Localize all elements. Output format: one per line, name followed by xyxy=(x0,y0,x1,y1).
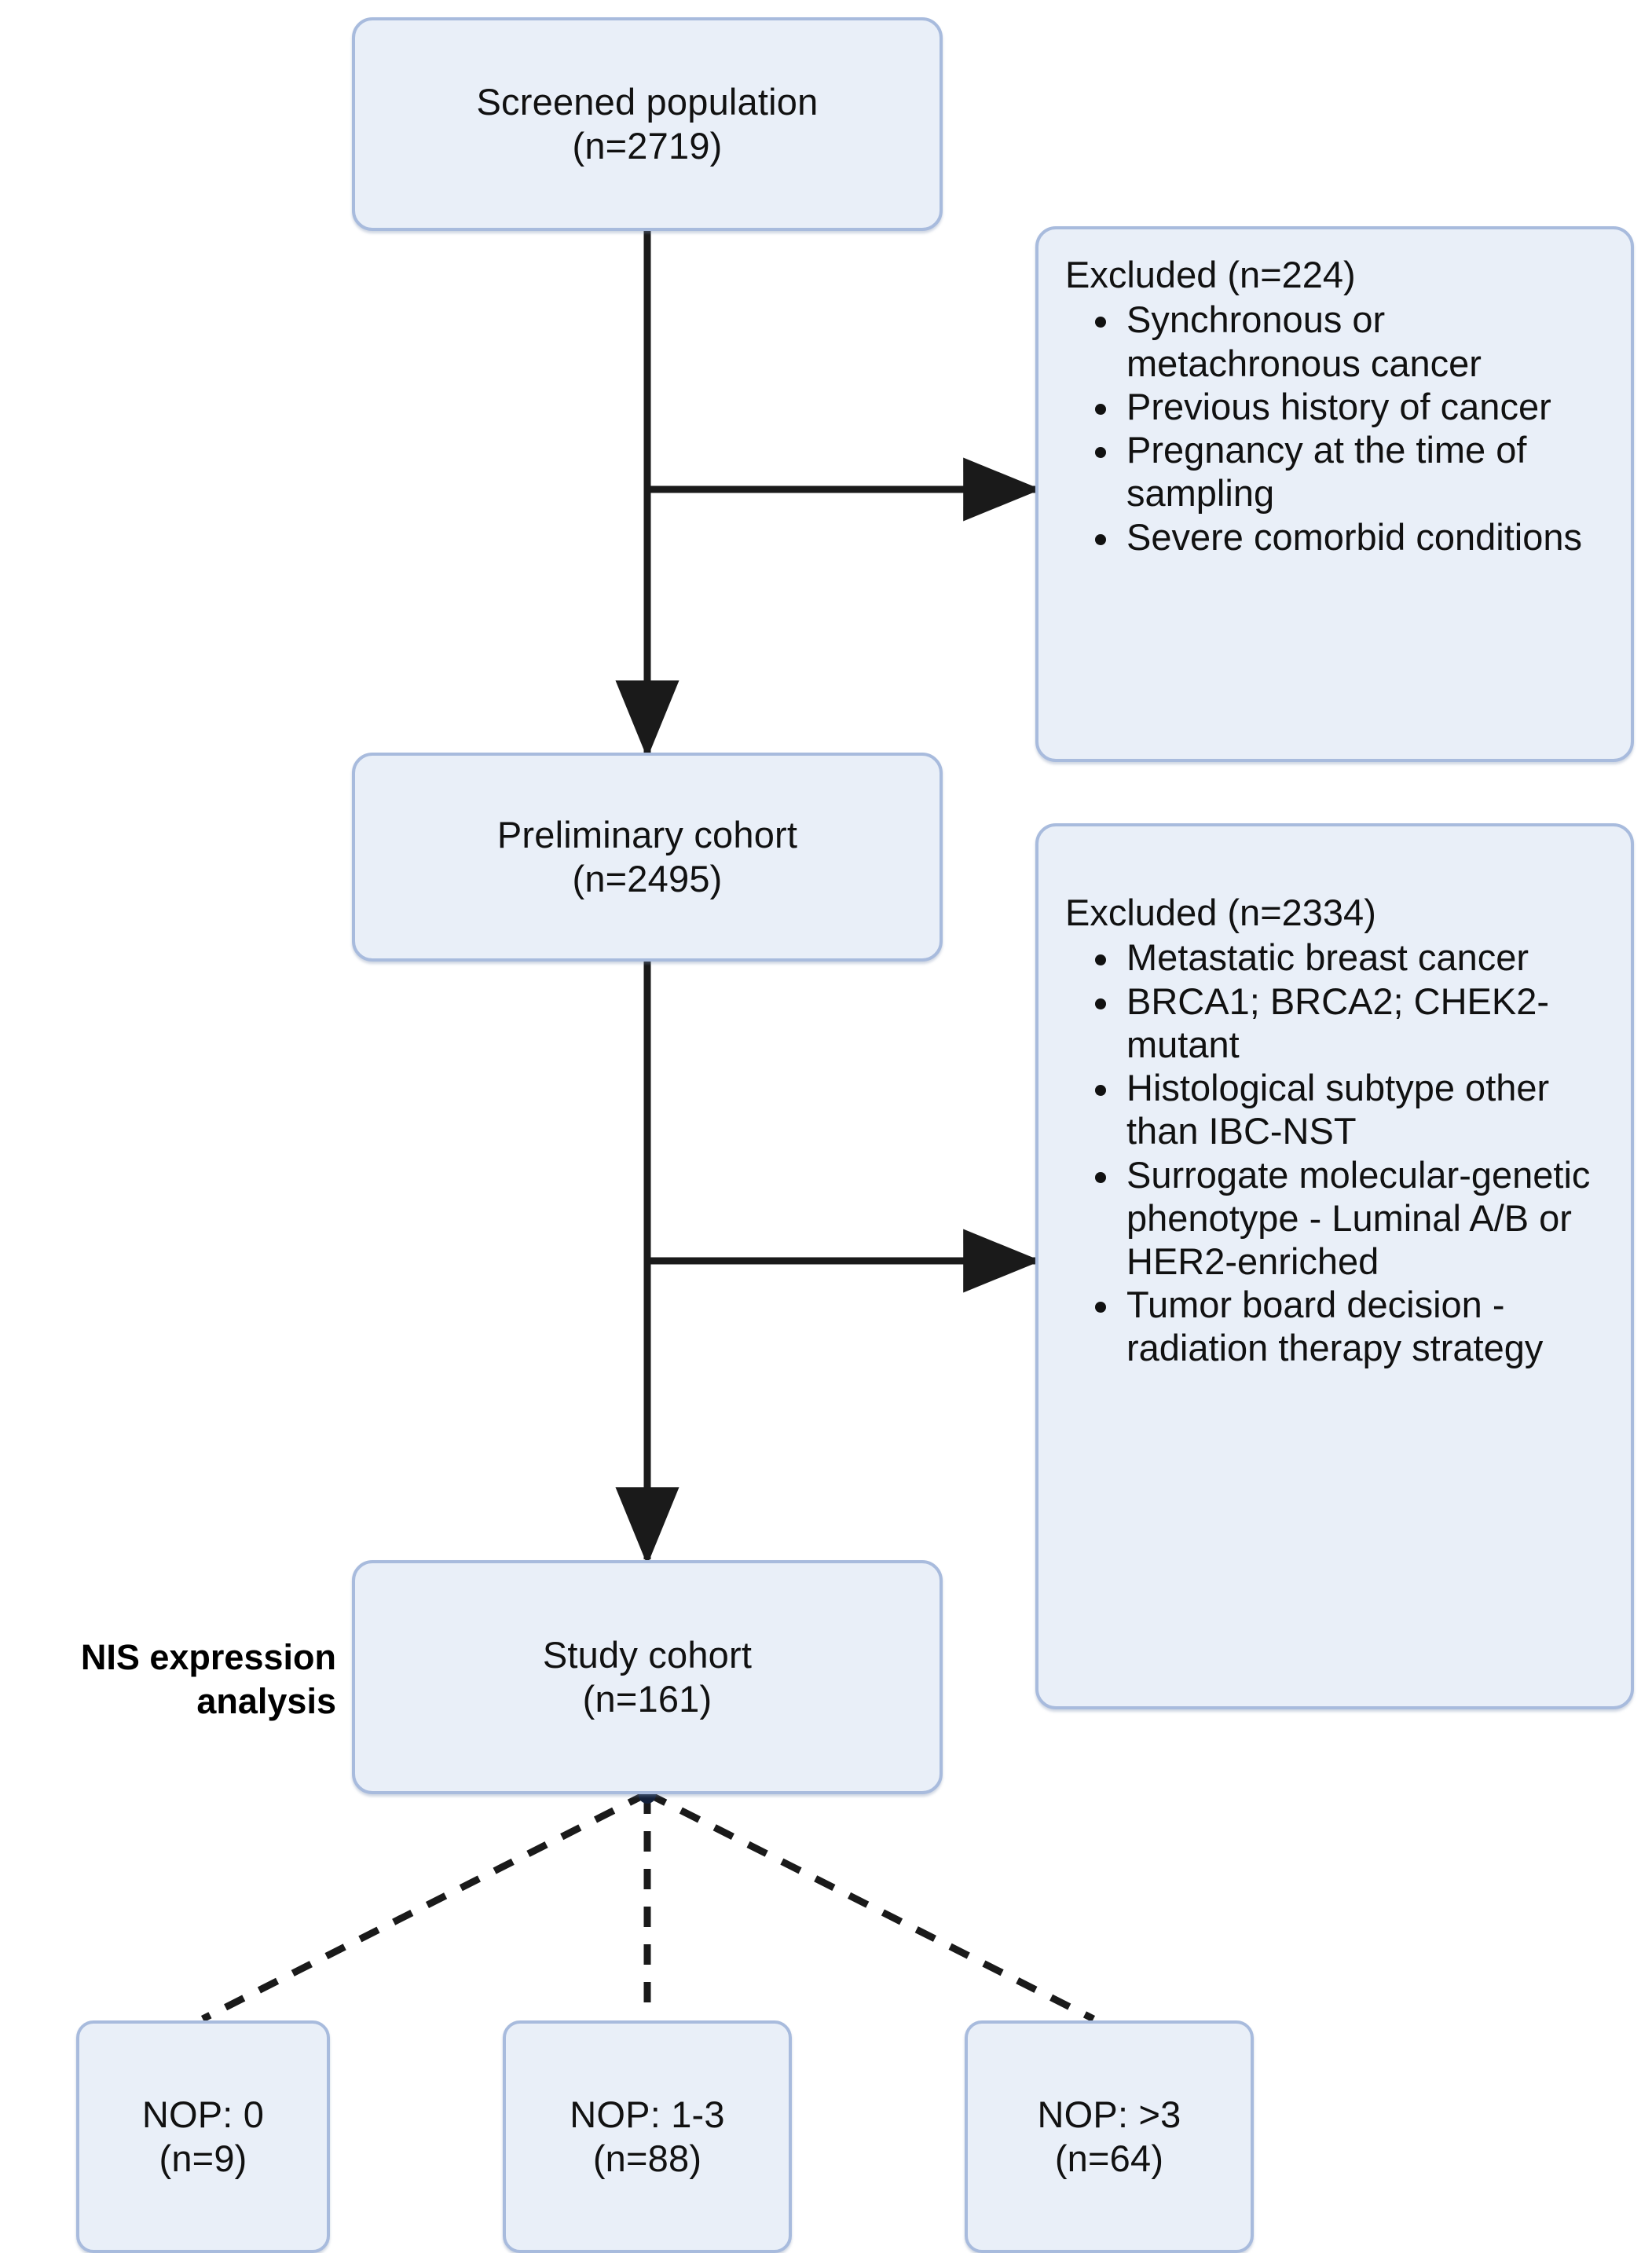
excluded-2-item: BRCA1; BRCA2; CHEK2-mutant xyxy=(1095,980,1604,1066)
node-preliminary-line1: Preliminary cohort xyxy=(496,813,798,855)
node-nop-gt3: NOP: >3 (n=64) xyxy=(965,2020,1254,2253)
nop-0-line1: NOP: 0 xyxy=(141,2093,265,2135)
node-preliminary-cohort: Preliminary cohort (n=2495) xyxy=(352,753,943,962)
excluded-2-title: Excluded (n=2334) xyxy=(1065,892,1376,933)
nop-gt3-line1: NOP: >3 xyxy=(1037,2093,1181,2135)
excluded-1-list: Synchronous or metachronous cancer Previ… xyxy=(1065,298,1604,558)
nop-0-line2: (n=9) xyxy=(159,2138,247,2179)
nop-1-3-line2: (n=88) xyxy=(592,2138,702,2179)
excluded-2-list: Metastatic breast cancer BRCA1; BRCA2; C… xyxy=(1065,936,1604,1369)
excluded-2-item: Surrogate molecular-genetic phenotype - … xyxy=(1095,1153,1604,1284)
excluded-2-item: Histological subtype other than IBC-NST xyxy=(1095,1066,1604,1152)
excluded-1-item: Previous history of cancer xyxy=(1095,385,1604,428)
node-screened-population: Screened population (n=2719) xyxy=(352,17,943,231)
nop-1-3-line1: NOP: 1-3 xyxy=(570,2093,725,2135)
panel-excluded-1: Excluded (n=224) Synchronous or metachro… xyxy=(1035,226,1634,762)
nop-gt3-line2: (n=64) xyxy=(1054,2138,1164,2179)
node-study-cohort: Study cohort (n=161) xyxy=(352,1560,943,1794)
dashed-link-to-nop-0 xyxy=(200,1790,650,2023)
excluded-2-item: Tumor board decision - radiation therapy… xyxy=(1095,1283,1604,1369)
node-preliminary-line2: (n=2495) xyxy=(572,858,723,899)
node-nop-1-3: NOP: 1-3 (n=88) xyxy=(503,2020,792,2253)
excluded-1-item: Pregnancy at the time of sampling xyxy=(1095,428,1604,515)
nis-expression-analysis-label: NIS expression analysis xyxy=(14,1636,336,1724)
excluded-1-item: Severe comorbid conditions xyxy=(1095,515,1604,559)
excluded-1-title: Excluded (n=224) xyxy=(1065,254,1356,295)
panel-excluded-2: Excluded (n=2334) Metastatic breast canc… xyxy=(1035,823,1634,1709)
nis-label-line1: NIS expression xyxy=(80,1637,336,1677)
node-study-line1: Study cohort xyxy=(542,1633,753,1676)
excluded-2-item: Metastatic breast cancer xyxy=(1095,936,1604,979)
nis-label-line2: analysis xyxy=(196,1681,336,1722)
node-screened-line1: Screened population xyxy=(476,80,819,123)
node-study-line2: (n=161) xyxy=(582,1678,712,1720)
dashed-link-to-nop-gt3 xyxy=(645,1790,1096,2023)
node-nop-0: NOP: 0 (n=9) xyxy=(76,2020,330,2253)
excluded-1-item: Synchronous or metachronous cancer xyxy=(1095,298,1604,384)
node-screened-line2: (n=2719) xyxy=(572,125,723,167)
